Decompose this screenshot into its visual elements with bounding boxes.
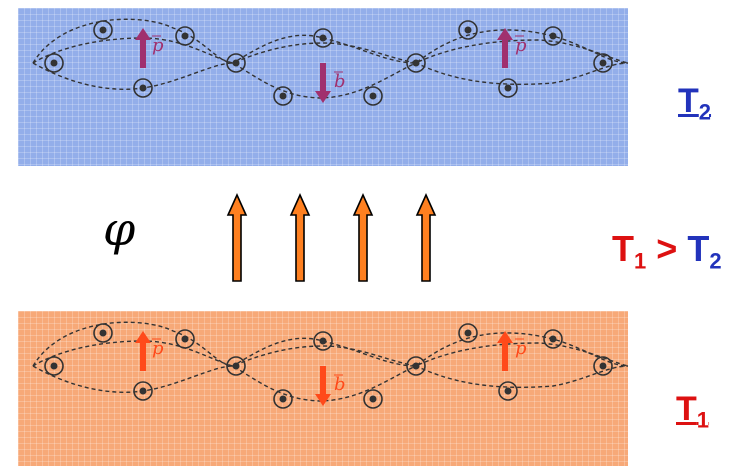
atom [458,20,478,40]
wave-path-lower [32,62,628,99]
heat-flux-arrow [415,193,437,282]
momentum-arrow-down [315,366,331,406]
atom [498,78,518,98]
wave-path-upper [32,18,628,64]
atom [498,381,518,401]
atom [406,356,426,376]
momentum-label-right: p [515,338,527,359]
b-label: b [334,71,346,92]
atom [226,53,246,73]
wave-path-upper [32,321,628,367]
atom [93,323,113,343]
atom [175,329,195,349]
atom [93,20,113,40]
atom [175,26,195,46]
atom [313,331,333,351]
momentum-arrow-right [497,331,513,371]
atom [543,26,563,46]
atom [313,28,333,48]
atom [133,78,153,98]
atom [406,53,426,73]
heat-flux-symbol: φ [103,202,136,256]
momentum-arrow-left [135,28,151,68]
heat-flux-arrow [226,193,248,282]
atom [363,86,383,106]
heat-flux-arrow [289,193,311,282]
upper-phonon-waves: p p b [32,18,628,106]
atom [273,86,293,106]
atom [458,323,478,343]
heat-flux-arrows [226,193,437,282]
wave-path-lower [32,365,628,402]
lower-phonon-waves: p p b [32,321,628,409]
momentum-arrow-right [497,28,513,68]
temperature-comparison: T1 > T2 [612,228,722,274]
momentum-label-right: p [515,35,527,56]
atom [44,53,64,73]
heat-flux-arrow [352,193,374,282]
atom [226,356,246,376]
atom [44,356,64,376]
momentum-label-left: p [152,338,164,359]
lower-reservoir-slab [18,311,628,466]
upper-temperature-label: T2 [678,82,712,125]
atom [593,53,613,73]
atom [593,356,613,376]
momentum-label-left: p [152,35,164,56]
momentum-arrow-down [315,63,331,103]
atom [363,389,383,409]
b-label: b [334,374,346,395]
atom [543,329,563,349]
lower-temperature-label: T1 [676,390,710,433]
momentum-arrow-left [135,331,151,371]
atom [133,381,153,401]
atom [273,389,293,409]
